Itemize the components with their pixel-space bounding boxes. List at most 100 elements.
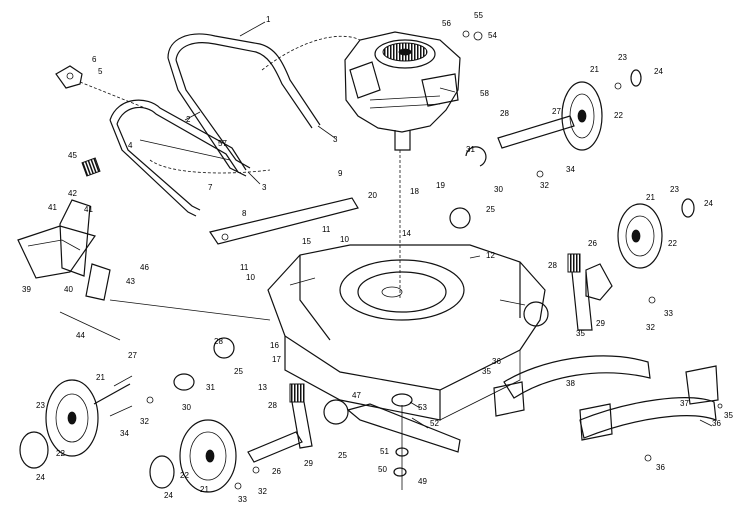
part-label: 23 (670, 185, 679, 194)
part-label: 36 (712, 419, 721, 428)
part-label: 37 (680, 399, 689, 408)
part-label: 34 (566, 165, 575, 174)
part-label: 11 (240, 263, 249, 272)
part-label: 29 (304, 459, 313, 468)
part-label: 19 (436, 181, 445, 190)
part-label: 21 (590, 65, 599, 74)
height-adjuster-gears (213, 207, 549, 425)
part-label: 13 (258, 383, 267, 392)
part-label: 21 (96, 373, 105, 382)
part-label: 7 (208, 183, 213, 192)
part-label: 22 (668, 239, 677, 248)
part-label: 21 (646, 193, 655, 202)
part-label: 21 (200, 485, 209, 494)
part-label: 41 (84, 205, 93, 214)
part-label: 57 (218, 139, 227, 148)
part-label: 15 (302, 237, 311, 246)
part-label: 49 (418, 477, 427, 486)
part-label: 55 (474, 11, 483, 20)
part-label: 36 (656, 463, 665, 472)
part-label: 38 (566, 379, 575, 388)
part-label: 30 (494, 185, 503, 194)
engine (344, 31, 461, 300)
part-label: 24 (654, 67, 663, 76)
part-label: 5 (98, 67, 103, 76)
part-label: 18 (410, 187, 419, 196)
part-label: 10 (246, 273, 255, 282)
part-label: 43 (126, 277, 135, 286)
part-label: 22 (56, 449, 65, 458)
part-label: 31 (206, 383, 215, 392)
part-label: 6 (92, 55, 97, 64)
part-label: 11 (322, 225, 331, 234)
part-label: 53 (418, 403, 427, 412)
blade-assembly (346, 393, 461, 490)
part-label: 35 (576, 329, 585, 338)
part-label: 14 (402, 229, 411, 238)
part-label: 27 (128, 351, 137, 360)
rear-axle-bar (209, 197, 359, 245)
part-label: 22 (614, 111, 623, 120)
part-labels: 1 2 3 3 4 5 6 7 8 9 10 10 11 11 12 13 14… (22, 11, 733, 504)
part-label: 26 (272, 467, 281, 476)
part-label: 54 (488, 31, 497, 40)
part-label: 34 (120, 429, 129, 438)
part-label: 39 (22, 285, 31, 294)
part-label: 3 (333, 135, 338, 144)
part-label: 24 (36, 473, 45, 482)
bracket-5-6 (55, 65, 151, 111)
part-label: 3 (262, 183, 267, 192)
part-label: 2 (186, 115, 191, 124)
part-label: 16 (270, 341, 279, 350)
part-label: 27 (552, 107, 561, 116)
part-label: 47 (352, 391, 361, 400)
chute-assembly (17, 157, 271, 341)
part-label: 33 (664, 309, 673, 318)
part-label: 58 (480, 89, 489, 98)
part-label: 46 (140, 263, 149, 272)
part-label: 23 (618, 53, 627, 62)
part-label: 35 (724, 411, 733, 420)
part-label: 28 (548, 261, 557, 270)
part-label: 12 (486, 251, 495, 260)
part-label: 35 (482, 367, 491, 376)
rear-wheel-upper-right (465, 69, 642, 167)
part-label: 8 (242, 209, 247, 218)
mower-deck (267, 244, 546, 421)
part-label: 32 (140, 417, 149, 426)
leader-lines (184, 21, 713, 429)
part-label: 28 (268, 401, 277, 410)
upper-handle (167, 33, 361, 177)
part-label: 28 (500, 109, 509, 118)
part-label: 36 (492, 357, 501, 366)
part-label: 9 (338, 169, 343, 178)
part-label: 42 (68, 189, 77, 198)
part-label: 33 (238, 495, 247, 504)
part-label: 20 (368, 191, 377, 200)
baffle-assembly (493, 355, 719, 441)
part-label: 31 (466, 145, 475, 154)
part-label: 50 (378, 465, 387, 474)
part-label: 25 (234, 367, 243, 376)
part-label: 25 (486, 205, 495, 214)
front-wheel-lower (149, 383, 313, 493)
lower-handle (109, 99, 271, 217)
part-label: 10 (340, 235, 349, 244)
part-label: 45 (68, 151, 77, 160)
part-label: 1 (266, 15, 271, 24)
part-label: 25 (338, 451, 347, 460)
part-label: 32 (646, 323, 655, 332)
fasteners (109, 30, 723, 490)
part-label: 56 (442, 19, 451, 28)
part-label: 30 (182, 403, 191, 412)
part-label: 32 (540, 181, 549, 190)
part-label: 52 (430, 419, 439, 428)
part-label: 24 (164, 491, 173, 500)
part-label: 51 (380, 447, 389, 456)
part-label: 44 (76, 331, 85, 340)
part-label: 17 (272, 355, 281, 364)
part-label: 41 (48, 203, 57, 212)
part-label: 24 (704, 199, 713, 208)
part-label: 28 (214, 337, 223, 346)
